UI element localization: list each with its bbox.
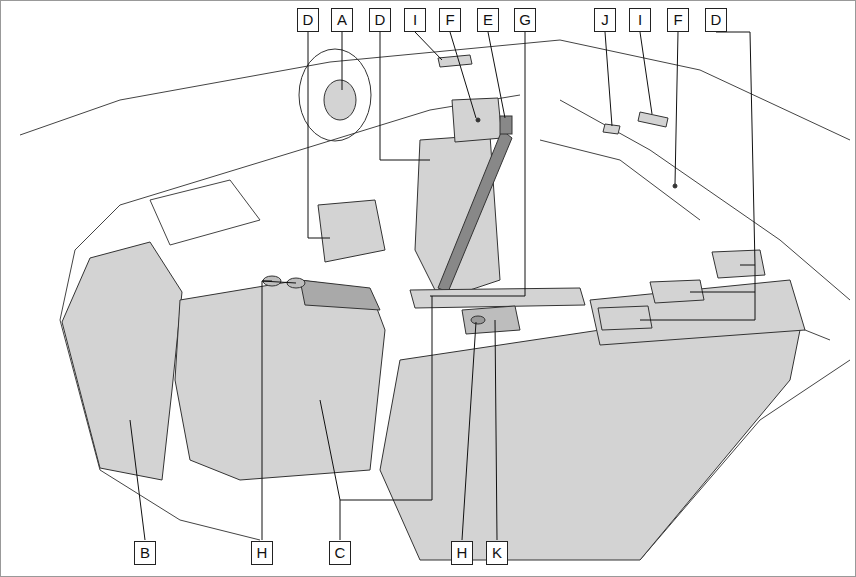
grab-handle (438, 55, 472, 67)
leader-line (640, 32, 652, 114)
seat-belt (438, 130, 512, 292)
rear-bench-cushion (380, 320, 800, 560)
leader-line (430, 32, 525, 296)
callout-letter: G (514, 8, 536, 32)
steering-hub (324, 80, 356, 120)
callout-letter: K (486, 541, 508, 565)
front-passenger-backrest (175, 280, 385, 480)
grab-handle (638, 112, 668, 127)
callout-letter: I (404, 8, 426, 32)
rear-headrest (712, 250, 765, 278)
rear-bench-backrest (590, 280, 805, 345)
leader-line (130, 420, 145, 540)
leader-line (380, 32, 430, 160)
steering-wheel (299, 49, 371, 141)
right-door-line (560, 100, 850, 300)
anchor-point (673, 184, 677, 188)
rear-armrest (462, 306, 520, 334)
leader-line (450, 32, 476, 118)
callout-letter: D (297, 8, 319, 32)
callout-letter: E (477, 8, 499, 32)
leader-line (342, 32, 343, 90)
leader-line (415, 32, 442, 60)
rear-headrest (598, 306, 652, 330)
floor-mat (62, 242, 182, 480)
leader-line (308, 32, 330, 238)
callout-letter: D (705, 8, 727, 32)
leader-bracket (640, 32, 755, 320)
front-seat-cushion (300, 280, 380, 310)
callout-letter: F (439, 8, 461, 32)
callout-letter: J (594, 8, 616, 32)
leader-line (488, 32, 505, 118)
callout-letter: C (329, 541, 351, 565)
leader-line (262, 281, 296, 540)
callout-letter: A (331, 8, 353, 32)
cup-holder (471, 316, 485, 324)
callout-letter: H (451, 541, 473, 565)
roof-line (20, 40, 850, 140)
leader-line (495, 320, 497, 540)
callout-letter: H (251, 541, 273, 565)
leader-line (675, 32, 678, 184)
callout-letter: D (369, 8, 391, 32)
callout-letter: I (629, 8, 651, 32)
driver-headrest (452, 98, 502, 142)
leader-line (605, 32, 612, 126)
callout-letter: B (134, 541, 156, 565)
front-passenger-headrest (318, 200, 385, 262)
console-panel (150, 180, 260, 245)
belt-anchor (500, 116, 512, 134)
anchor-point (476, 118, 480, 122)
leader-line (320, 400, 340, 500)
center-console (410, 288, 585, 308)
callout-letter: F (667, 8, 689, 32)
leader-bracket (340, 296, 432, 540)
leader-line (462, 322, 476, 540)
